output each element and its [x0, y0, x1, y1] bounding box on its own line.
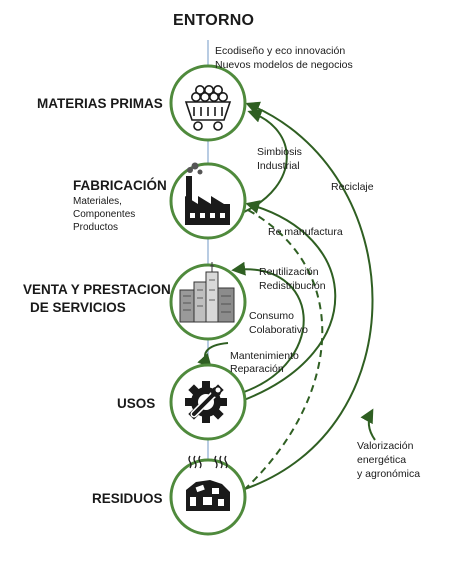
mining-cart-icon	[184, 85, 232, 131]
flow-label-consumo: Consumo	[249, 310, 294, 322]
stage-label-usos: USOS	[117, 396, 156, 411]
flow-label-energetica: energética	[357, 454, 407, 466]
flow-label-redistribucion: Redistribución	[259, 280, 326, 292]
valorizacion-dashed-arrow	[243, 209, 324, 491]
valorizacion-pointer-arrow	[360, 408, 376, 441]
flow-label-agronomica: y agronómica	[357, 468, 421, 480]
fabricacion-sublabel-materiales: Materiales,	[73, 196, 122, 207]
flow-label-reparacion: Reparación	[230, 363, 284, 375]
stage-label-fabricacion: FABRICACIÓN	[73, 178, 167, 193]
flow-label-simbiosis-2: Industrial	[257, 160, 300, 172]
flow-arrows	[197, 101, 376, 491]
mantenimiento-arrow	[197, 342, 229, 369]
waste-bin-icon	[186, 455, 230, 511]
reutilizacion-arrow	[231, 261, 305, 393]
stage-label-venta-line1: VENTA Y PRESTACION	[23, 282, 171, 297]
entorno-title: ENTORNO	[173, 12, 255, 29]
flow-label-reciclaje: Reciclaje	[331, 181, 374, 193]
entorno-note-modelos: Nuevos modelos de negocios	[215, 59, 353, 71]
factory-icon	[185, 162, 230, 225]
flow-label-valorizacion: Valorización	[357, 440, 414, 452]
reciclaje-arrow	[241, 101, 374, 491]
flow-label-simbiosis-1: Simbiosis	[257, 146, 302, 158]
stage-label-residuos: RESIDUOS	[92, 491, 163, 506]
buildings-icon	[179, 262, 235, 323]
simbiosis-arrow	[243, 109, 288, 213]
flow-label-mantenimiento: Mantenimiento	[230, 350, 299, 362]
flow-label-remanufactura: Re manufactura	[268, 226, 343, 238]
entorno-note-ecodiseno: Ecodiseño y eco innovación	[215, 45, 346, 57]
fabricacion-sublabel-componentes: Componentes	[73, 209, 136, 220]
circle-fabricacion	[169, 162, 247, 240]
gear-wrench-icon	[185, 381, 227, 423]
flow-label-colaborativo: Colaborativo	[249, 324, 308, 336]
flow-label-reutilizacion: Reutilización	[259, 266, 319, 278]
fabricacion-sublabel-productos: Productos	[73, 222, 119, 233]
stage-label-venta-line2: DE SERVICIOS	[30, 300, 126, 315]
stage-label-materias-primas: MATERIAS PRIMAS	[37, 96, 163, 111]
remanufactura-arrow	[243, 200, 337, 401]
